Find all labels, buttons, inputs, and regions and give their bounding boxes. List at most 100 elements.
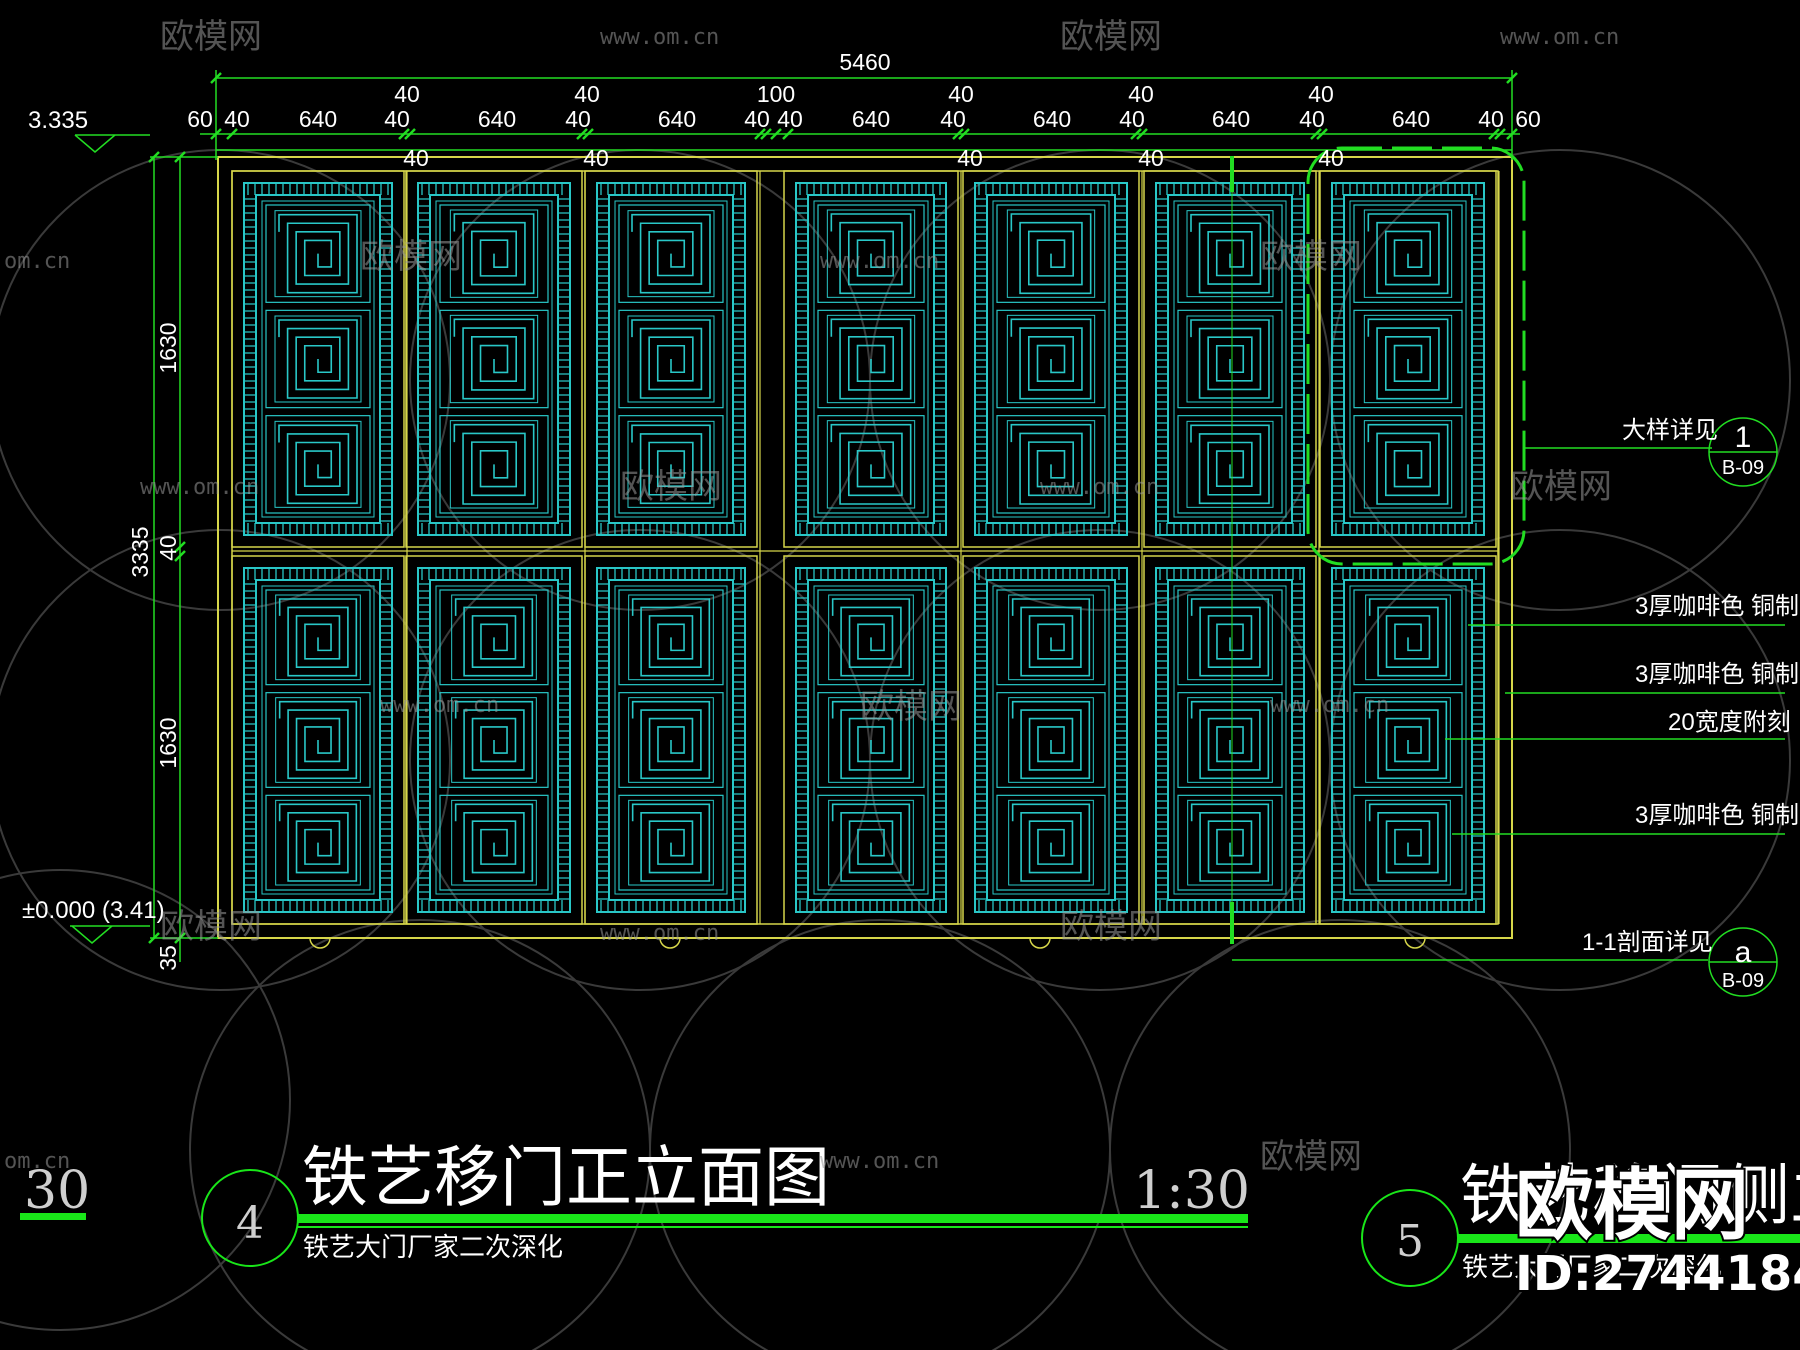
spiral-motif xyxy=(454,803,534,882)
spiral-cell xyxy=(1177,204,1283,303)
watermark-brand: 欧模网 xyxy=(1260,237,1362,277)
spiral-cell xyxy=(265,589,371,686)
spiral-cell xyxy=(1353,794,1463,891)
lattice-border-inner xyxy=(986,579,1116,901)
door-leaf xyxy=(962,170,1143,925)
spiral-box xyxy=(275,799,361,886)
overall-height-dim: 3335 xyxy=(127,526,153,577)
title-2-number: 5 xyxy=(1396,1216,1424,1267)
watermark-url-short: om.cn xyxy=(4,249,70,274)
spiral-cell xyxy=(1353,415,1463,514)
segment-dim-text: 40 xyxy=(565,106,591,132)
door-leaf xyxy=(231,170,408,925)
dim-tick xyxy=(1136,128,1148,140)
dim-tick xyxy=(958,128,970,140)
door-leaf xyxy=(584,170,761,925)
lattice-border-inner xyxy=(807,579,935,901)
spiral-box xyxy=(449,209,539,298)
spiral-motif xyxy=(1190,598,1270,677)
watermark-circle xyxy=(1109,919,1571,1350)
level-bottom-label: ±0.000 (3.41) xyxy=(22,897,165,924)
watermark-url: www.om.cn xyxy=(600,921,719,946)
lattice-inner-frame xyxy=(813,585,929,895)
spiral-motif xyxy=(1367,318,1449,400)
spiral-cell xyxy=(817,794,925,891)
lattice-border xyxy=(974,182,1128,536)
lower-gap-dim-text: 40 xyxy=(583,145,609,171)
segment-dim-text: 640 xyxy=(1212,106,1250,132)
section-ref-number: a xyxy=(1735,936,1752,969)
segment-dim-text: 40 xyxy=(1119,106,1145,132)
spiral-cell xyxy=(1353,589,1463,686)
leaf-panel-frame xyxy=(783,170,959,548)
lower-gap-dim-text: 40 xyxy=(403,145,429,171)
watermark-url: www.om.cn xyxy=(600,25,719,50)
spiral-motif xyxy=(1011,598,1091,677)
lattice-ticks xyxy=(597,568,745,912)
spiral-box xyxy=(628,697,714,783)
spiral-cell xyxy=(817,309,925,409)
lattice-inner-frame xyxy=(614,585,728,895)
spiral-box xyxy=(1006,420,1096,509)
level-top-label: 3.335 xyxy=(28,107,88,134)
lattice-border-inner xyxy=(1343,579,1473,901)
dim-tick xyxy=(1316,128,1328,140)
lattice-inner-frame xyxy=(813,200,929,518)
watermark-circle xyxy=(1329,529,1791,991)
spiral-motif xyxy=(1010,213,1092,295)
segment-dim-text: 640 xyxy=(478,106,516,132)
section-ref-label: 1-1剖面详见 xyxy=(1582,929,1713,956)
leaf-panel-frame xyxy=(584,555,758,925)
level-top-marker xyxy=(74,134,116,153)
roller-wheel xyxy=(309,937,331,949)
lattice-inner-frame xyxy=(1173,585,1287,895)
spiral-box xyxy=(826,314,916,404)
detail-ref-label: 大样详见 xyxy=(1622,417,1718,444)
spiral-motif xyxy=(454,700,534,780)
spiral-cell xyxy=(439,692,549,788)
spiral-motif xyxy=(631,319,711,399)
spiral-cell xyxy=(439,794,549,891)
spiral-motif xyxy=(1190,803,1270,882)
lattice-border xyxy=(1331,567,1485,913)
lattice-border-inner xyxy=(807,194,935,524)
spiral-motif xyxy=(278,213,358,294)
segment-dim-text: 640 xyxy=(299,106,337,132)
spiral-cell xyxy=(817,589,925,686)
lower-gap-dim-text: 40 xyxy=(957,145,983,171)
segment-dim-text: 40 xyxy=(224,106,250,132)
spiral-box xyxy=(1186,420,1274,508)
lattice-ticks xyxy=(796,568,946,912)
spiral-cell xyxy=(996,204,1106,303)
upper-gap-dim-text: 40 xyxy=(948,81,974,107)
spiral-box xyxy=(1187,799,1273,886)
leaf-panel-frame xyxy=(231,170,405,548)
dim-tick xyxy=(754,128,766,140)
dim-tick xyxy=(1494,128,1506,140)
spiral-cell xyxy=(618,204,724,303)
lattice-inner-frame xyxy=(435,200,553,518)
material-label-2: 3厚咖啡色 铜制 xyxy=(1635,661,1799,688)
leaf-panel-frame xyxy=(783,555,959,925)
lattice-inner-frame xyxy=(435,585,553,895)
spiral-cell xyxy=(618,589,724,686)
spiral-motif xyxy=(631,424,711,505)
spiral-cell xyxy=(265,794,371,891)
lattice-border-inner xyxy=(986,194,1116,524)
segment-dim-text: 40 xyxy=(1478,106,1504,132)
spiral-box xyxy=(274,210,362,298)
spiral-cell xyxy=(1177,794,1283,891)
spiral-box xyxy=(1365,594,1451,681)
spiral-box xyxy=(826,209,916,298)
brand-logo: 欧模网 xyxy=(1515,1161,1749,1251)
spiral-cell xyxy=(1353,309,1463,409)
spiral-cell xyxy=(996,794,1106,891)
spiral-box xyxy=(1363,420,1453,509)
watermark-brand: 欧模网 xyxy=(1260,1137,1362,1177)
spiral-motif xyxy=(278,319,358,399)
spiral-cell xyxy=(618,794,724,891)
lattice-inner-frame xyxy=(992,200,1110,518)
lattice-ticks xyxy=(1156,183,1304,535)
spiral-box xyxy=(627,210,715,298)
segment-dim-text: 40 xyxy=(777,106,803,132)
